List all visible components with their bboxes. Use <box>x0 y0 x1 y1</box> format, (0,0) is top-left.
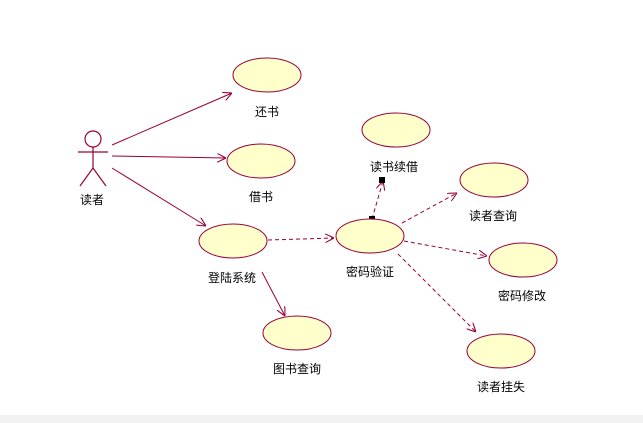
dep-verify-reportloss <box>397 253 476 332</box>
dep-login-verify <box>267 238 334 240</box>
usecase-borrow-book-label: 借书 <box>249 190 273 204</box>
usecase-renew-label: 读书续借 <box>370 160 418 174</box>
usecase-reader-query[interactable]: 读者查询 <box>459 162 529 223</box>
assoc-login-bookquery <box>261 271 285 316</box>
usecase-password-change-label: 密码修改 <box>498 288 546 303</box>
usecase-return-book-label: 还书 <box>255 105 279 119</box>
usecase-report-loss[interactable]: 读者挂失 <box>466 333 536 394</box>
handle-marker <box>379 177 385 183</box>
dep-verify-passwordchange <box>403 240 487 256</box>
dep-verify-readerquery <box>401 193 457 224</box>
assoc-reader-borrow <box>111 156 226 158</box>
usecase-borrow-book[interactable]: 借书 <box>226 143 296 204</box>
usecase-report-loss-label: 读者挂失 <box>477 379 525 394</box>
usecase-password-verify[interactable]: 密码验证 <box>335 218 405 279</box>
usecase-book-query-label: 图书查询 <box>273 362 321 376</box>
assoc-reader-login <box>111 167 206 226</box>
usecase-password-verify-label: 密码验证 <box>346 264 394 279</box>
usecase-login[interactable]: 登陆系统 <box>198 223 268 285</box>
usecase-reader-query-label: 读者查询 <box>469 209 517 223</box>
actor-reader-icon[interactable] <box>78 130 108 187</box>
usecase-book-query[interactable]: 图书查询 <box>262 315 332 376</box>
assoc-reader-return <box>111 93 232 146</box>
actor-reader-label: 读者 <box>80 193 104 207</box>
usecase-login-label: 登陆系统 <box>208 270 256 285</box>
bottom-strip <box>0 415 643 423</box>
usecase-password-change[interactable]: 密码修改 <box>488 242 558 303</box>
usecase-renew[interactable]: 读书续借 <box>361 112 431 174</box>
usecase-return-book[interactable]: 还书 <box>232 57 302 119</box>
dep-verify-renew <box>371 181 383 220</box>
